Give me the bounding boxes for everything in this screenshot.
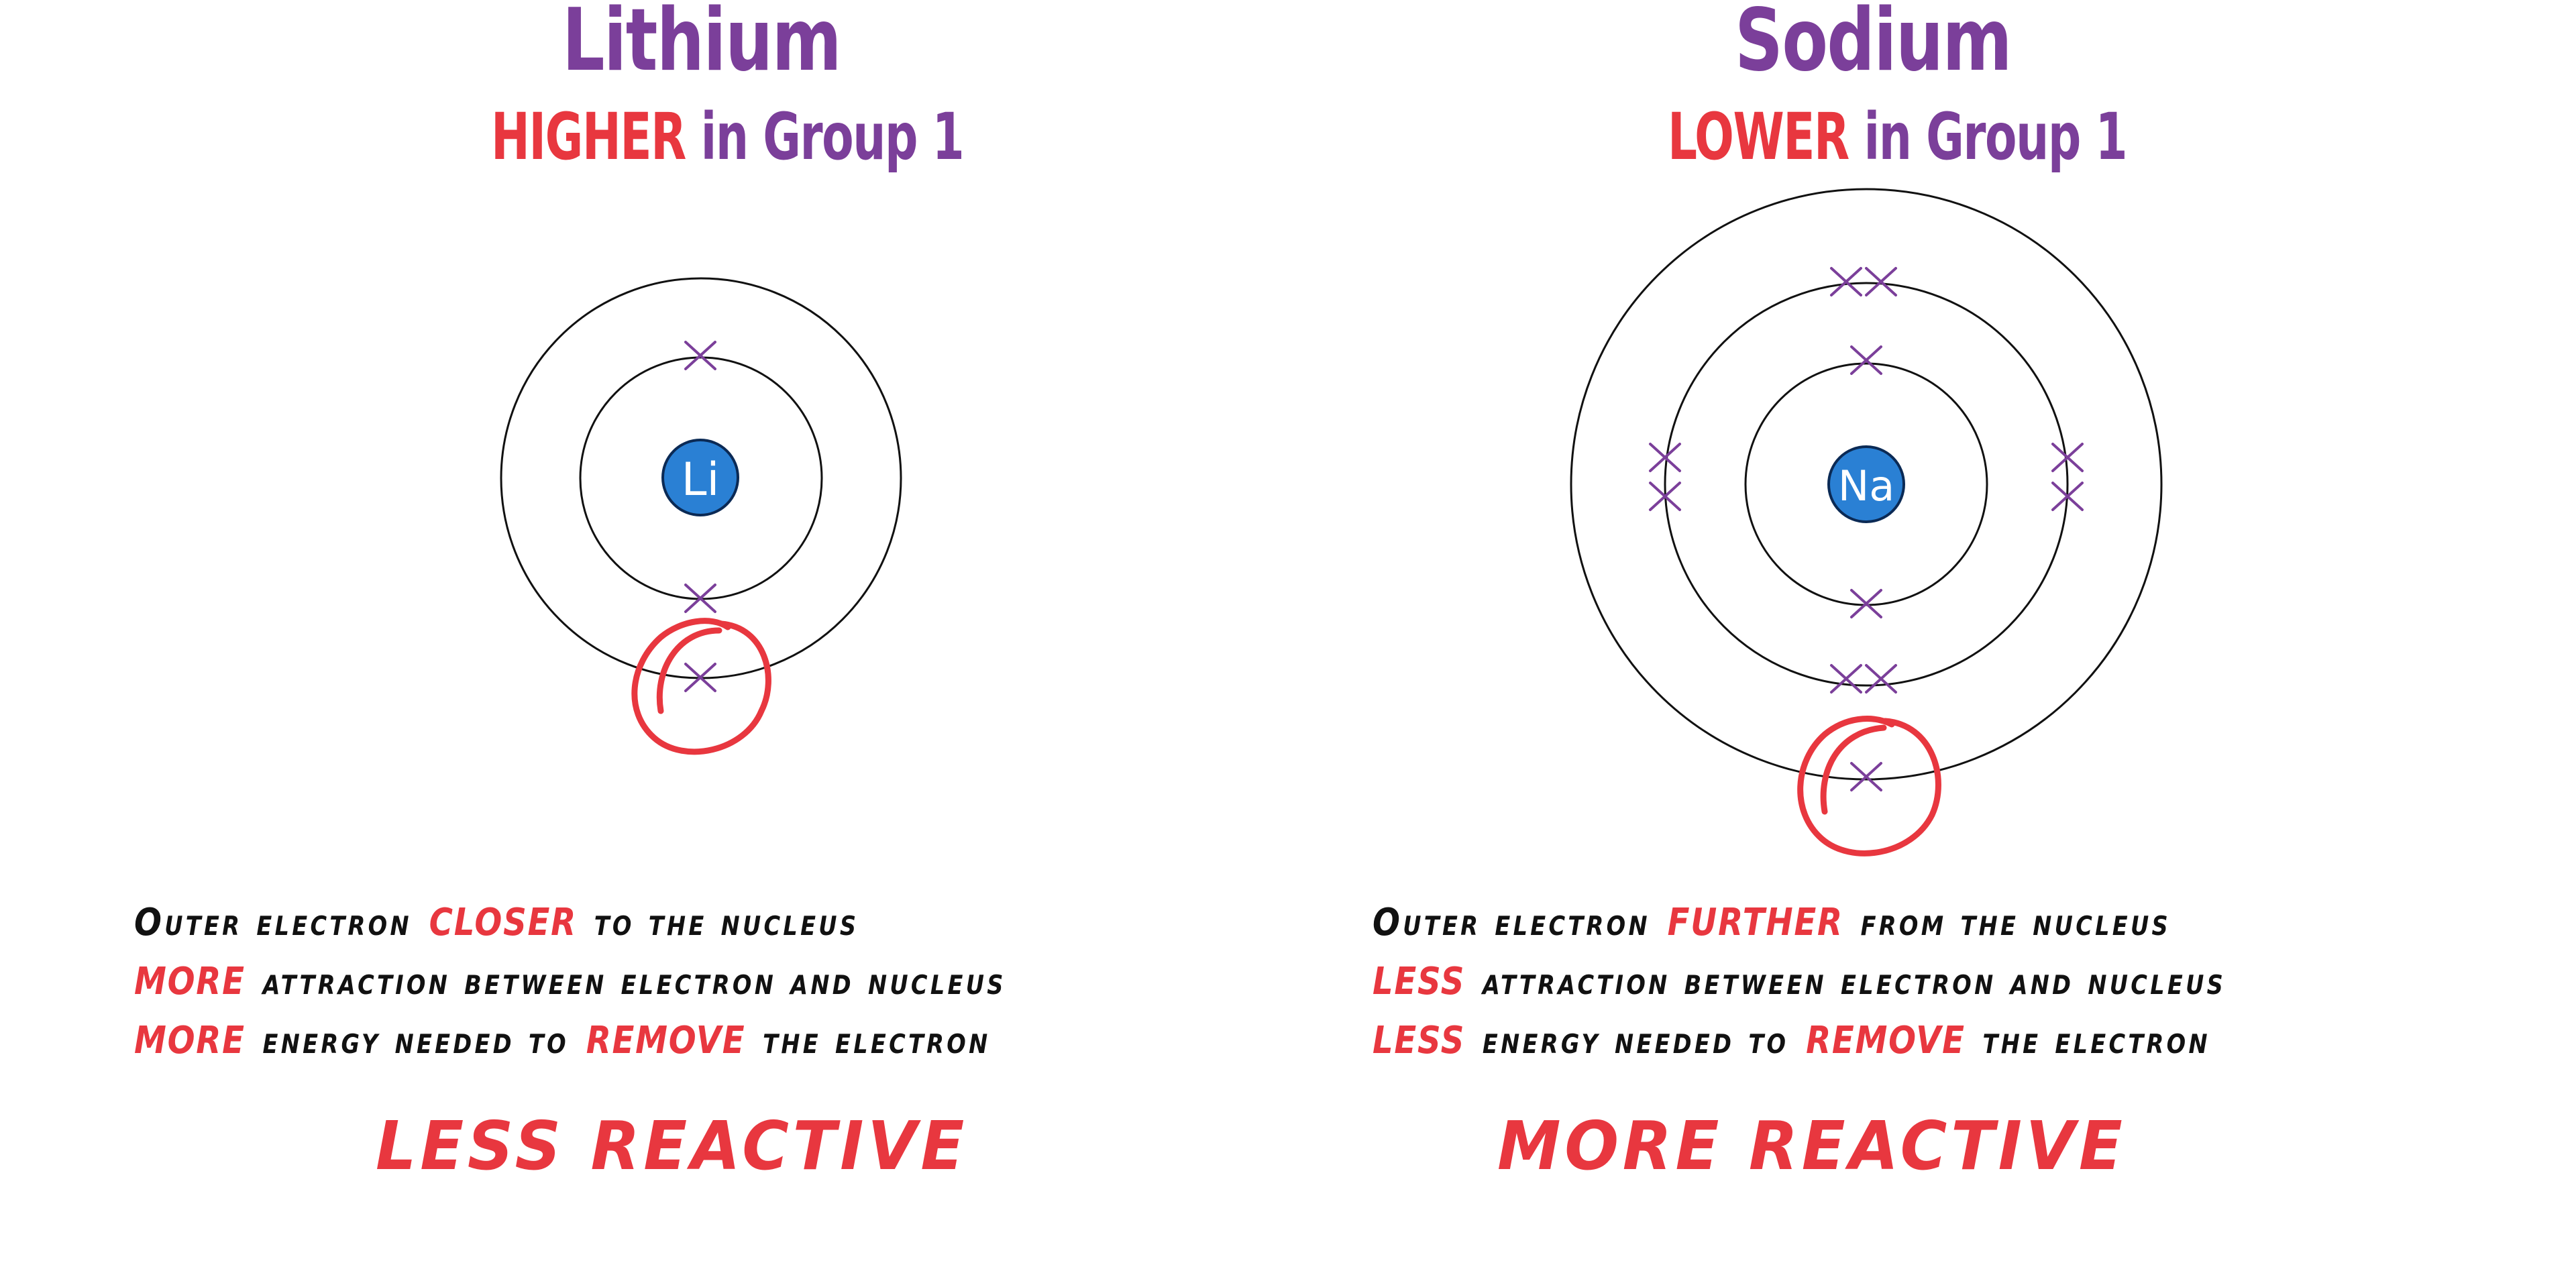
sodium-facts: Outer electron FURTHER from the nucleus LE…	[1373, 893, 2365, 1070]
lithium-subtitle: HIGHER in Group 1	[491, 99, 965, 174]
sodium-fact-2-highlight: LESS	[1373, 960, 1466, 1003]
sodium-electron-shell1-bottom	[1850, 589, 1882, 618]
sodium-fact-3-highlight-a: LESS	[1373, 1019, 1466, 1062]
sodium-panel: Sodium LOWER in Group 1	[1288, 0, 2576, 1271]
lithium-fact-2-highlight: MORE	[134, 960, 246, 1003]
lithium-nucleus-symbol: Li	[682, 453, 720, 506]
sodium-electron-shell2-right-a	[2051, 443, 2084, 472]
lithium-subtitle-rest: in Group 1	[700, 99, 965, 174]
sodium-electron-shell2-bottom-b	[1865, 664, 1897, 694]
lithium-atom-diagram: Li	[500, 277, 902, 755]
sodium-fact-1-text-a: Outer electron	[1373, 901, 1650, 944]
sodium-fact-3: LESS energy needed to REMOVE the electron	[1373, 1011, 2226, 1070]
sodium-middle-shell	[1664, 282, 2069, 687]
sodium-fact-1-text-b: from the nucleus	[1860, 901, 2171, 944]
lithium-electron-inner-bottom	[684, 584, 716, 613]
sodium-outer-electron-highlight-circle	[1797, 716, 1941, 856]
sodium-atom-diagram: Na	[1570, 188, 2163, 856]
sodium-nucleus-symbol: Na	[1838, 461, 1894, 510]
sodium-fact-2: LESS attraction between electron and nucl…	[1373, 952, 2226, 1011]
sodium-fact-3-text-b: the electron	[1982, 1019, 2210, 1062]
lithium-title: Lithium	[562, 0, 842, 91]
sodium-electron-shell1-top	[1850, 345, 1882, 375]
sodium-fact-2-text: attraction between electron and nucleus	[1482, 960, 2226, 1003]
sodium-electron-shell2-right-b	[2051, 482, 2084, 511]
sodium-electron-shell2-left-a	[1649, 443, 1681, 472]
sodium-electron-shell2-top-b	[1865, 267, 1897, 296]
lithium-fact-1: Outer electron CLOSER to the nucleus	[134, 893, 1006, 952]
sodium-nucleus	[1827, 445, 1905, 523]
lithium-electron-inner-top	[684, 341, 716, 370]
sodium-electron-shell2-top-a	[1830, 267, 1862, 296]
sodium-verdict: MORE REACTIVE	[1497, 1107, 2127, 1185]
lithium-fact-3: MORE energy needed to REMOVE the electron	[134, 1011, 1006, 1070]
sodium-subtitle-rest: in Group 1	[1864, 99, 2127, 174]
lithium-fact-3-highlight-a: MORE	[134, 1019, 246, 1062]
lithium-facts: Outer electron CLOSER to the nucleus MORE a…	[134, 893, 1148, 1070]
sodium-fact-3-highlight-b: REMOVE	[1806, 1019, 1966, 1062]
sodium-subtitle: LOWER in Group 1	[1668, 99, 2128, 174]
lithium-electron-outer	[684, 663, 716, 692]
sodium-electron-outer	[1850, 762, 1882, 791]
sodium-fact-1-highlight: FURTHER	[1667, 901, 1843, 944]
sodium-fact-3-text-a: energy needed to	[1482, 1019, 1789, 1062]
lithium-fact-2: MORE attraction between electron and nucl…	[134, 952, 1006, 1011]
sodium-outer-shell	[1570, 188, 2163, 781]
lithium-nucleus	[661, 439, 739, 516]
lithium-fact-3-highlight-b: REMOVE	[586, 1019, 746, 1062]
lithium-fact-2-text: attraction between electron and nucleus	[262, 960, 1006, 1003]
sodium-subtitle-highlight: LOWER	[1668, 99, 1849, 174]
lithium-fact-1-highlight: CLOSER	[429, 901, 577, 944]
lithium-fact-3-text-a: energy needed to	[262, 1019, 569, 1062]
lithium-verdict: LESS REACTIVE	[376, 1107, 968, 1185]
lithium-fact-3-text-b: the electron	[763, 1019, 991, 1062]
sodium-electron-shell2-left-b	[1649, 482, 1681, 511]
lithium-subtitle-highlight: HIGHER	[491, 99, 686, 174]
sodium-title: Sodium	[1735, 0, 2012, 91]
lithium-panel: Lithium HIGHER in Group 1 Li Outer elec	[134, 0, 1148, 1185]
sodium-fact-1: Outer electron FURTHER from the nucleus	[1373, 893, 2226, 952]
lithium-outer-electron-highlight-circle	[631, 618, 771, 755]
lithium-fact-1-text-a: Outer electron	[134, 901, 412, 944]
sodium-electron-shell2-bottom-a	[1830, 664, 1862, 694]
lithium-fact-1-text-b: to the nucleus	[594, 901, 859, 944]
